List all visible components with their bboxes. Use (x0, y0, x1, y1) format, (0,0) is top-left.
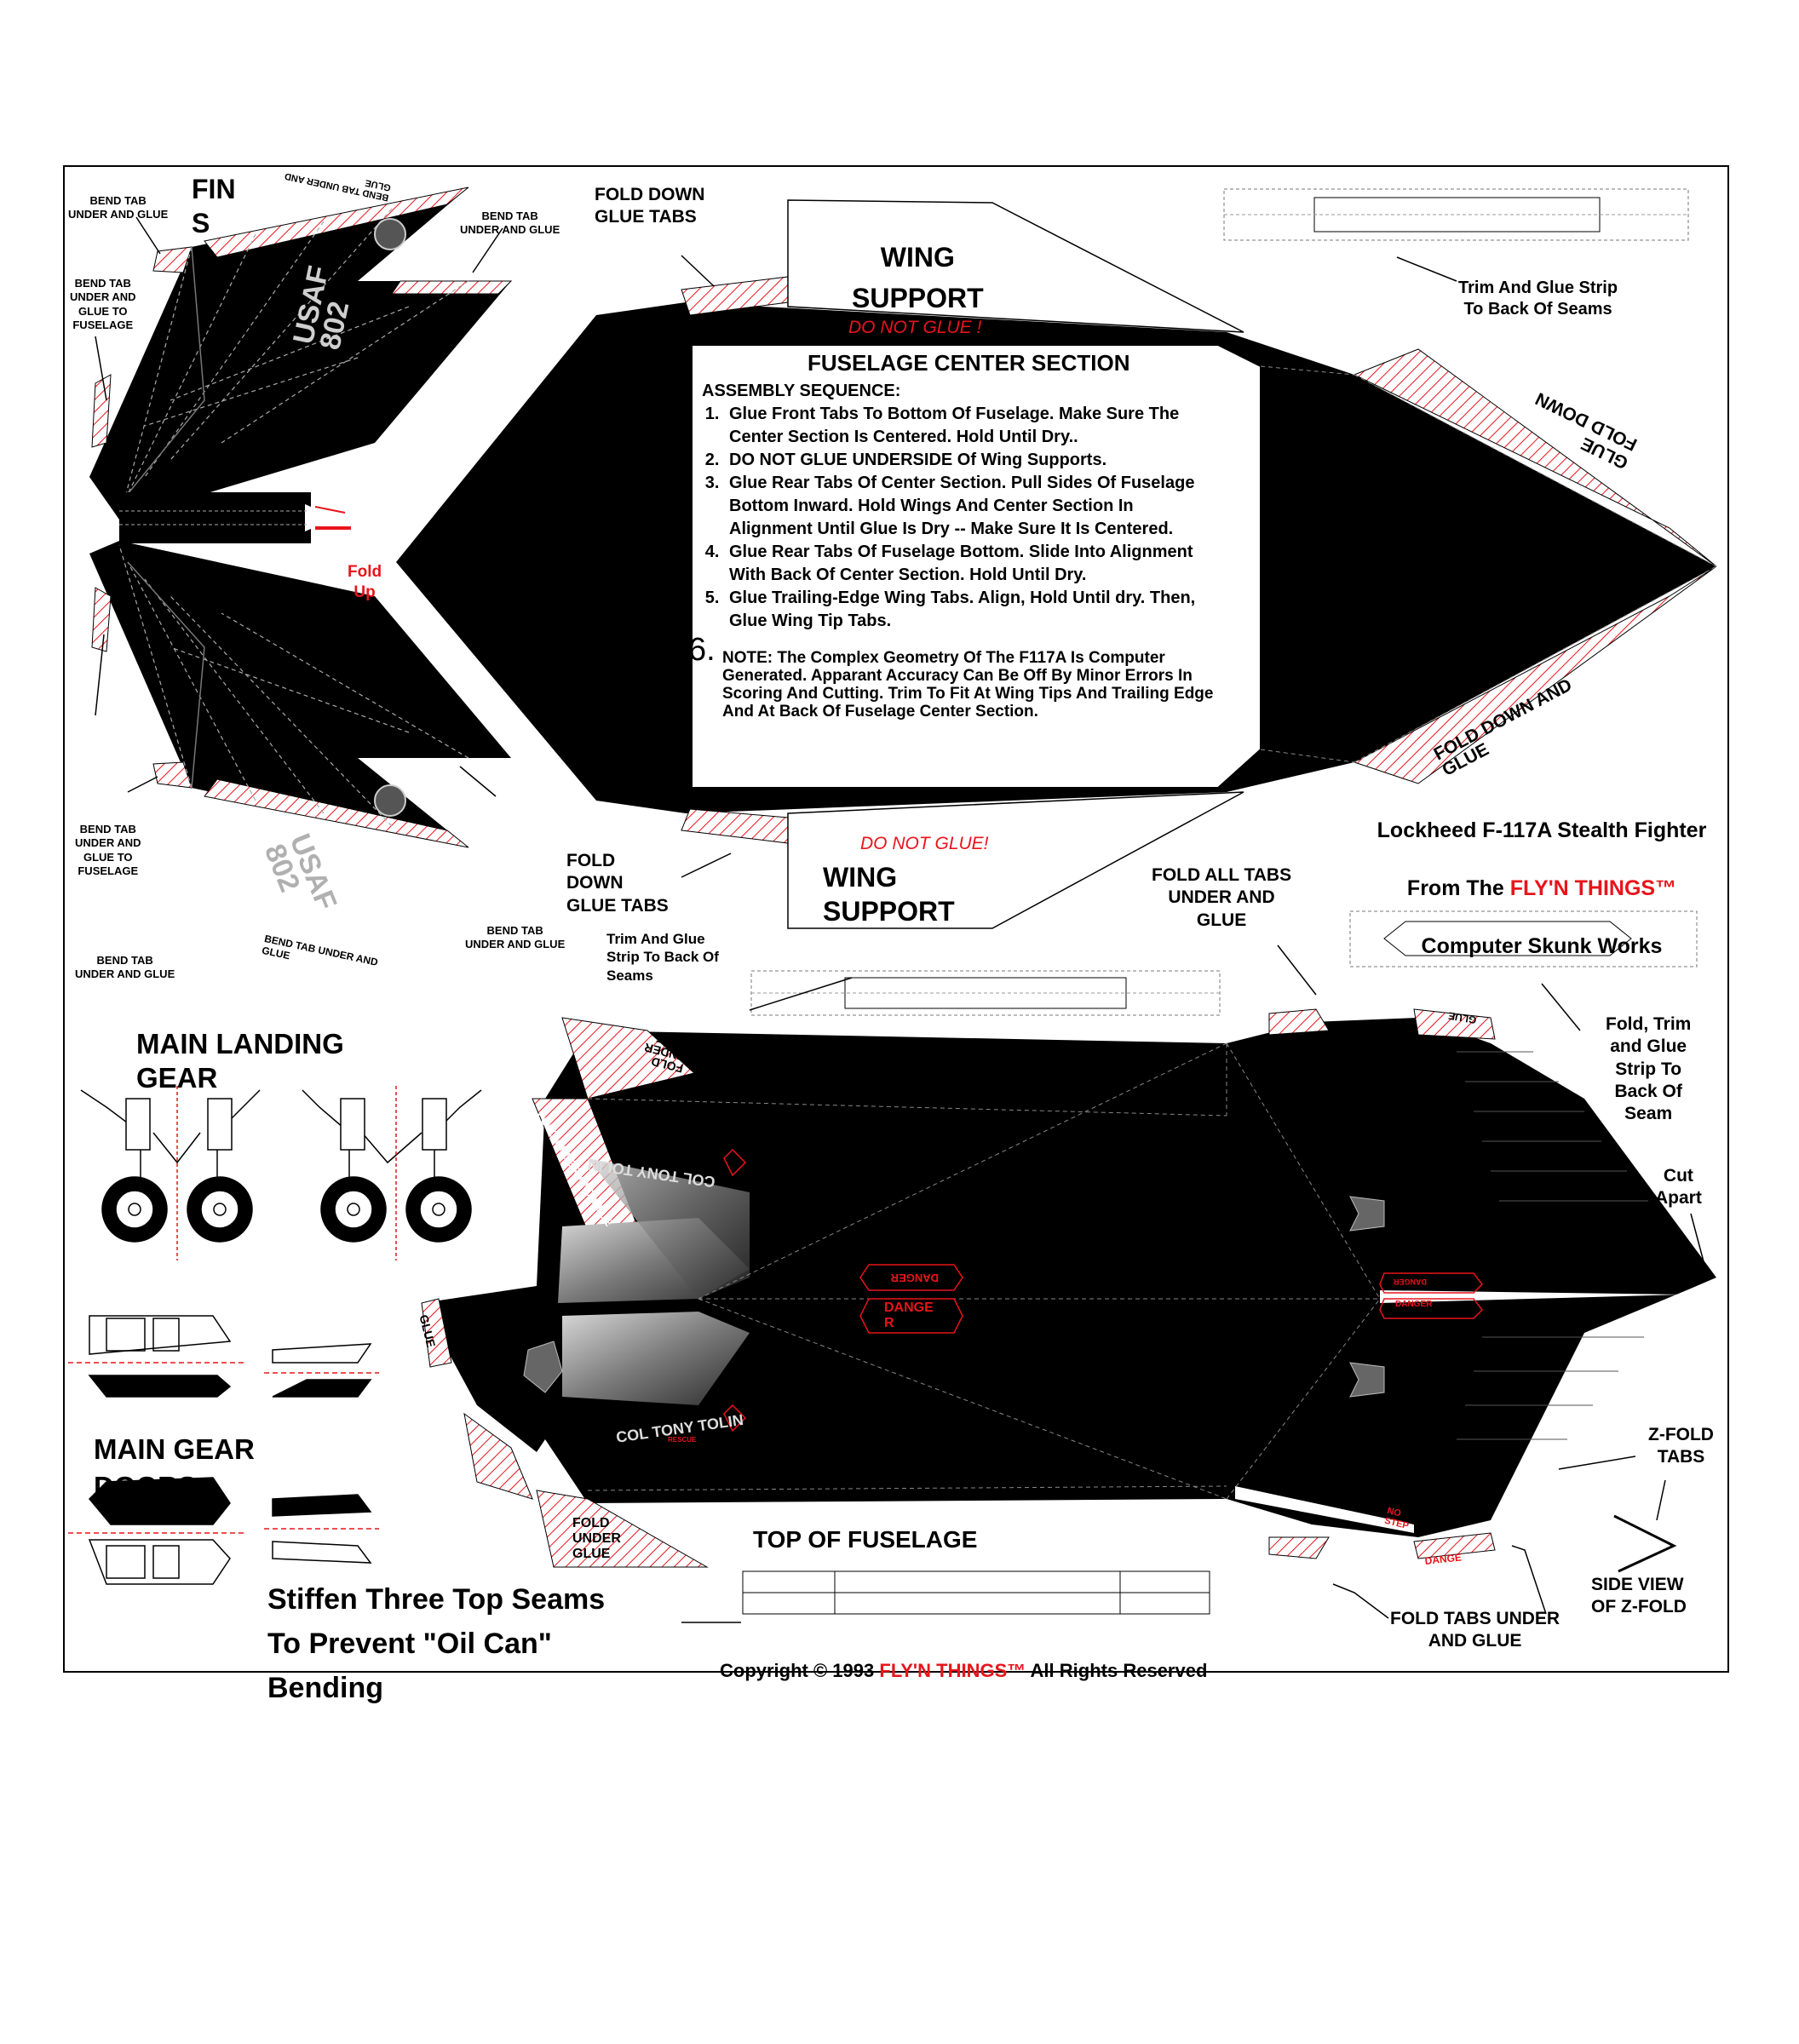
fins-bend-tab-label-3: BEND TAB UNDER AND GLUE TO FUSELAGE (70, 277, 136, 331)
danger-label-1: DANGER (890, 1272, 939, 1284)
side-view-z-fold-label: SIDE VIEW OF Z-FOLD (1591, 1575, 1687, 1617)
product-title-line-2: From The FLY'N THINGS™ (1354, 874, 1729, 903)
danger-label-3: DANGER (1393, 1278, 1427, 1286)
glue-tail-bottom-label: GLU E (1443, 1570, 1470, 1599)
top-of-fuselage-title: TOP OF FUSELAGE (753, 1526, 978, 1553)
assembly-step-6-number: 6. (688, 632, 716, 668)
trim-strip-bottom-label: Trim And Glue Strip To Back Of Seams (606, 931, 719, 984)
z-fold-tabs-label: Z-FOLD TABS (1648, 1425, 1714, 1467)
copyright-line: Copyright © 1993 FLY'N THINGS™ All Right… (720, 1635, 1207, 1682)
main-landing-gear-title: MAIN LANDING GEAR (136, 1028, 344, 1094)
fins-title: FIN S (192, 174, 236, 238)
rescue-label: RESCUE (668, 1436, 697, 1444)
landing-gear-part (68, 1086, 482, 1585)
assembly-note: NOTE: The Complex Geometry Of The F117A … (722, 649, 1214, 721)
assembly-step-3: Glue Rear Tabs Of Center Section. Pull S… (724, 472, 1221, 541)
danger-label-4: DANGER (1395, 1300, 1433, 1309)
copyright-suffix: All Rights Reserved (1026, 1659, 1208, 1681)
assembly-steps-list: Glue Front Tabs To Bottom Of Fuselage. M… (697, 403, 1221, 633)
danger-label-2: DANGE R (884, 1300, 934, 1330)
assembly-step-2: DO NOT GLUE UNDERSIDE Of Wing Supports. (724, 449, 1221, 472)
top-fuselage-part (421, 910, 1716, 1623)
wing-support-bottom-title: WING SUPPORT (823, 862, 955, 927)
wing-support-bottom-warning: DO NOT GLUE! (860, 834, 989, 853)
fins-bend-tab-label-1: BEND TAB UNDER AND GLUE (68, 194, 169, 221)
assembly-sequence-subtitle: ASSEMBLY SEQUENCE: (702, 382, 901, 400)
fins-bend-tab-label-2: BEND TAB UNDER AND GLUE (460, 210, 560, 237)
product-title: Lockheed F-117A Stealth Fighter From The… (1354, 787, 1729, 990)
assembly-step-1: Glue Front Tabs To Bottom Of Fuselage. M… (724, 403, 1221, 449)
assembly-sequence: ASSEMBLY SEQUENCE: Glue Front Tabs To Bo… (697, 380, 1221, 633)
center-section-title: FUSELAGE CENTER SECTION (808, 350, 1130, 376)
product-title-prefix: From The (1406, 876, 1510, 900)
assembly-step-5: Glue Trailing-Edge Wing Tabs. Align, Hol… (724, 587, 1221, 633)
product-title-line-3: Computer Skunk Works (1421, 934, 1663, 958)
assembly-step-4: Glue Rear Tabs Of Fuselage Bottom. Slide… (724, 541, 1221, 587)
sheet-border (63, 165, 1729, 1673)
fold-all-tabs-label: FOLD ALL TABS UNDER AND GLUE (1152, 865, 1292, 930)
fold-down-glue-tabs-top: FOLD DOWN GLUE TABS (595, 185, 705, 227)
fold-down-glue-tabs-bottom: FOLD DOWN GLUE TABS (566, 851, 669, 916)
fins-bend-tab-label-6: BEND TAB UNDER AND GLUE (465, 924, 566, 951)
copyright-prefix: Copyright © 1993 (720, 1659, 880, 1681)
fold-tabs-under-label: FOLD TABS UNDER AND GLUE (1390, 1609, 1560, 1651)
wing-support-top-warning: DO NOT GLUE ! (848, 318, 982, 337)
product-title-line-1: Lockheed F-117A Stealth Fighter (1377, 818, 1707, 842)
main-gear-doors-title: MAIN GEAR DOORS (94, 1433, 255, 1502)
trim-strip-top-label: Trim And Glue Strip To Back Of Seams (1458, 278, 1618, 319)
stiffen-seams-label: Stiffen Three Top Seams To Prevent "Oil … (267, 1583, 606, 1704)
glue-lower-label: GLU E (467, 1490, 496, 1519)
cut-apart-label: Cut Apart (1655, 1166, 1702, 1209)
fins-part (89, 187, 513, 848)
fins-bend-tab-label-5: BEND TAB UNDER AND GLUE (75, 954, 175, 981)
wing-support-top-title: WING SUPPORT (852, 242, 984, 313)
fins-bend-tab-label-4: BEND TAB UNDER AND GLUE TO FUSELAGE (75, 823, 141, 877)
fold-under-bottom-label: FOLD UNDER GLUE (572, 1516, 621, 1561)
brand-name: FLY'N THINGS™ (1509, 876, 1677, 900)
fuselage-bottom-part (396, 188, 1717, 929)
copyright-brand: FLY'N THINGS™ (879, 1659, 1026, 1681)
fold-trim-strip-label: Fold, Trim and Glue Strip To Back Of Sea… (1606, 1014, 1692, 1123)
fold-up-label: Fold Up (348, 563, 382, 601)
